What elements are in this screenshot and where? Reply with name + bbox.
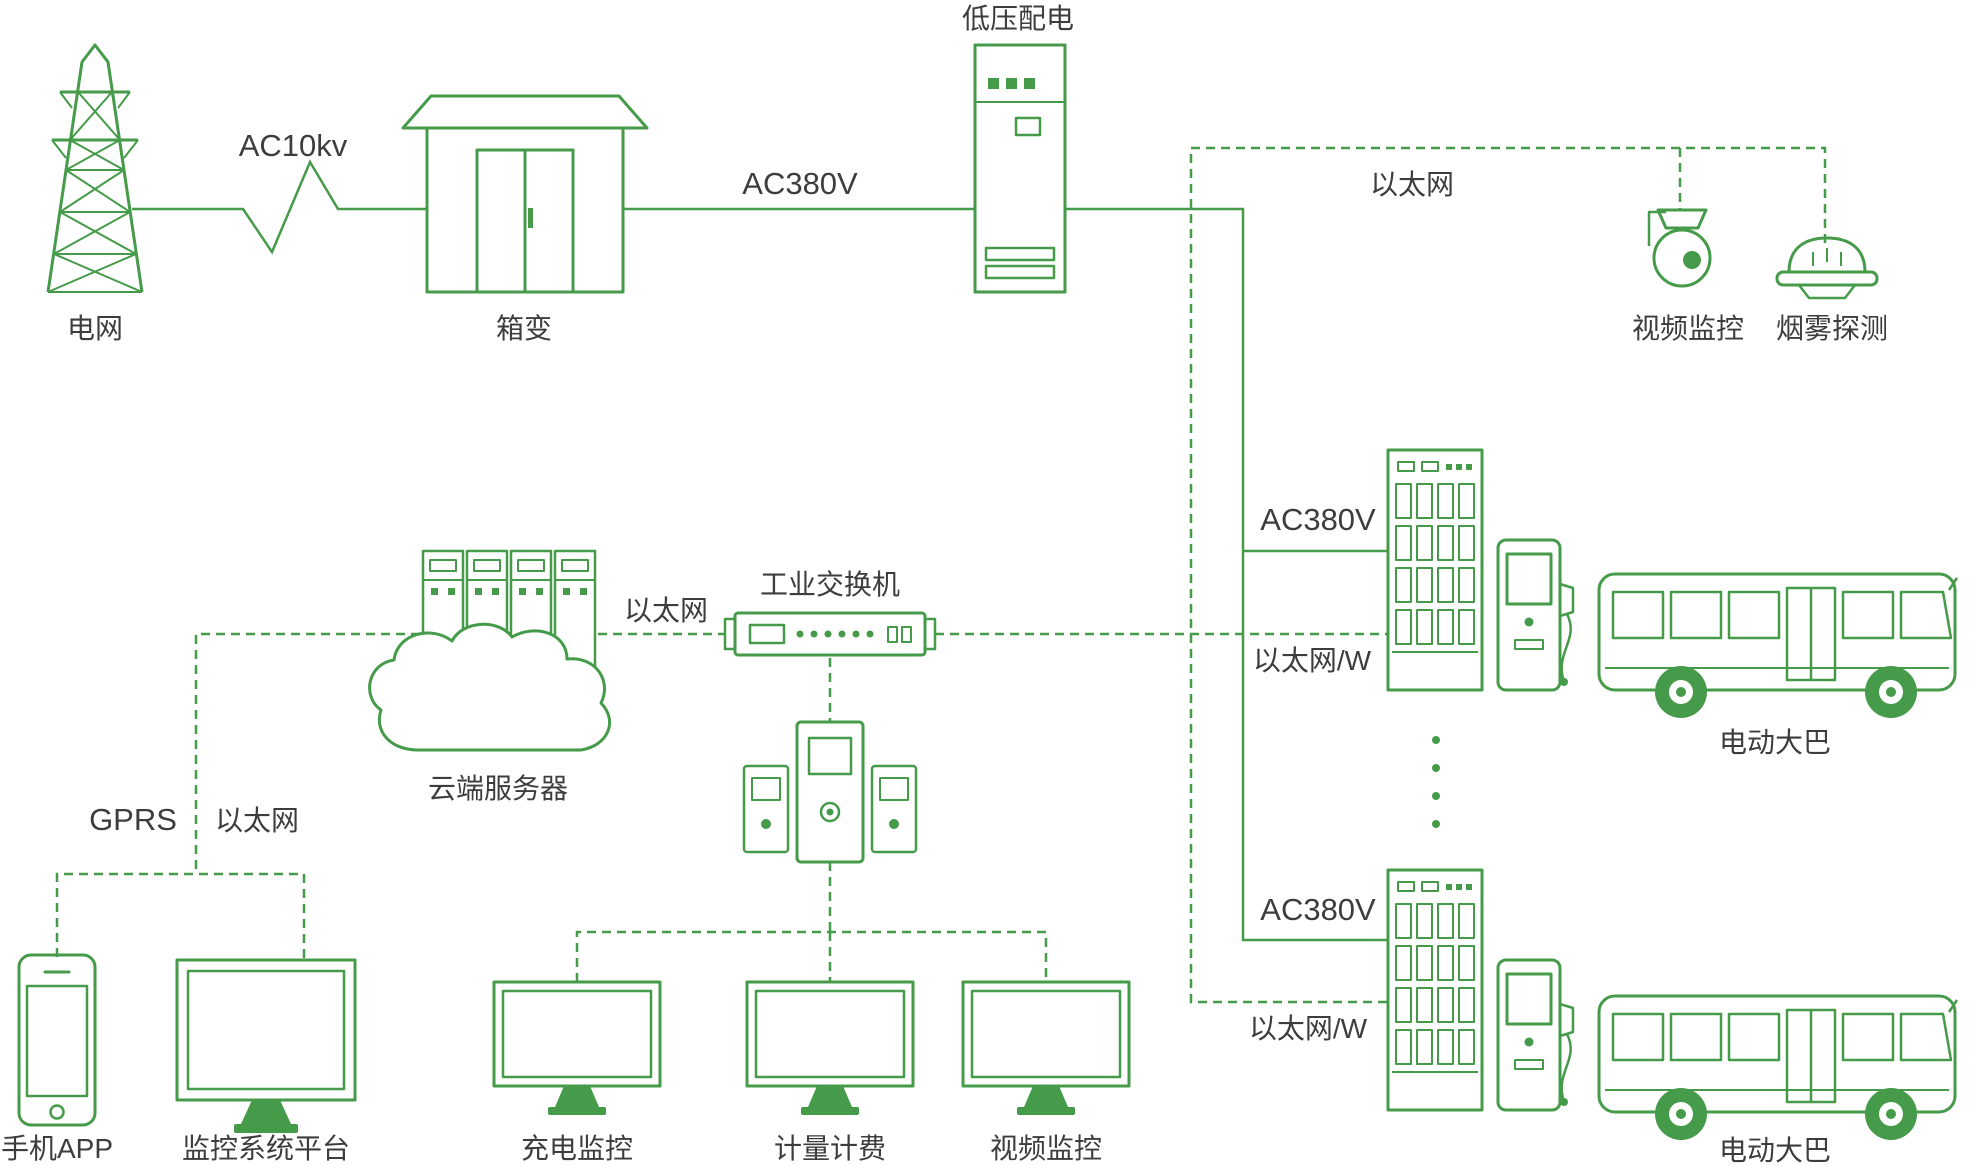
charging-cabinet-icon — [1386, 448, 1484, 692]
monitor-platform-label: 监控系统平台 — [182, 1133, 350, 1164]
monitor-platform-icon — [175, 958, 357, 1133]
switch-label: 工业交换机 — [760, 569, 900, 600]
cloud-server-icon — [368, 549, 612, 752]
video-monitor-label: 视频监控 — [990, 1133, 1102, 1164]
ethernet-top-label: 以太网 — [1370, 169, 1454, 200]
ac380v-rack1-label: AC380V — [1260, 502, 1376, 537]
metering-monitor-icon — [745, 980, 915, 1117]
smoke-label: 烟雾探测 — [1776, 313, 1888, 344]
mobile-phone-icon — [17, 953, 97, 1127]
grid-label: 电网 — [67, 313, 123, 344]
meter-devices-icon — [742, 720, 918, 864]
ac10kv-line — [132, 159, 427, 255]
gprs-label: GPRS — [89, 802, 177, 837]
smoke-detector-icon — [1775, 236, 1879, 300]
ethernet-w1-label: 以太网/W — [1253, 645, 1372, 676]
electric-bus-icon — [1597, 572, 1959, 720]
charging-cabinet-icon — [1386, 868, 1484, 1112]
ac10kv-label: AC10kv — [239, 128, 348, 163]
ethernet-left-label: 以太网 — [215, 805, 299, 836]
ac380v-rack2-label: AC380V — [1260, 892, 1376, 927]
ac380v-trunk-line — [1065, 207, 1388, 942]
cloud-outline — [368, 622, 612, 752]
cloud-server-label: 云端服务器 — [428, 773, 568, 804]
ac380v-main-label: AC380V — [742, 166, 858, 201]
video-monitor-icon — [961, 980, 1131, 1117]
charging-pile-icon — [1496, 958, 1575, 1112]
lv-distribution-cabinet-icon — [973, 43, 1067, 294]
electric-bus-icon — [1597, 994, 1959, 1142]
charging-monitor-icon — [492, 980, 662, 1117]
ethernet-w2-label: 以太网/W — [1249, 1013, 1368, 1044]
charging-pile-icon — [1496, 538, 1575, 692]
camera-label: 视频监控 — [1632, 313, 1744, 344]
video-camera-icon — [1647, 208, 1712, 288]
phone-label: 手机APP — [1, 1133, 113, 1164]
ethernet-trunk-line — [1189, 146, 1827, 1004]
bus2-label: 电动大巴 — [1719, 1135, 1831, 1165]
charging-monitor-label: 充电监控 — [521, 1133, 633, 1164]
ethernet-mid-label: 以太网 — [624, 595, 708, 626]
bus1-label: 电动大巴 — [1719, 727, 1831, 758]
gprs-ethernet-lines — [55, 632, 420, 960]
more-groups-ellipsis — [1432, 736, 1440, 828]
meter-monitor-lines — [575, 658, 1048, 982]
metering-label: 计量计费 — [774, 1133, 886, 1164]
box-transformer-icon — [401, 94, 649, 294]
power-grid-tower-icon — [46, 43, 144, 293]
transformer-label: 箱变 — [496, 313, 552, 344]
industrial-switch-icon — [723, 611, 937, 657]
lv-distribution-label: 低压配电 — [962, 3, 1074, 34]
